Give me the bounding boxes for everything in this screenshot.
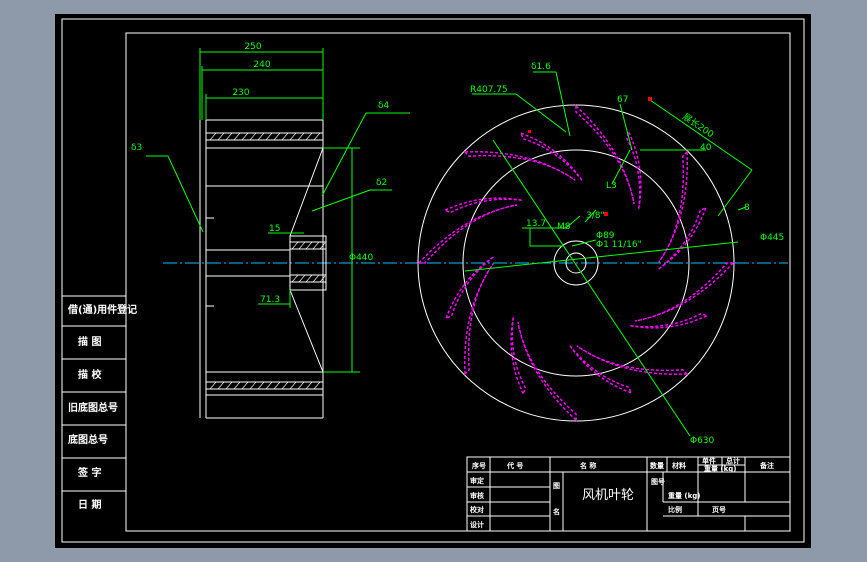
right-dimension-lines xyxy=(464,71,753,437)
dim-240: 240 xyxy=(253,60,270,70)
outer-circle xyxy=(417,104,735,422)
left-dimension-lines xyxy=(146,48,410,373)
title-block xyxy=(466,456,791,532)
tb-code: 代 号 xyxy=(506,461,523,470)
tb-material: 材料 xyxy=(671,461,686,470)
tb-single-weight: 单件 xyxy=(702,456,716,465)
dim-15: 15 xyxy=(269,224,280,234)
tb-name-label: 名 xyxy=(553,507,560,516)
tb-tu-hao: 图号 xyxy=(651,477,665,486)
tb-role-1: 审核 xyxy=(470,491,484,500)
drawing-title: 风机叶轮 xyxy=(582,488,634,503)
dim-250: 250 xyxy=(244,42,261,52)
tb-role-2: 校对 xyxy=(470,505,484,514)
dim-l3: L3 xyxy=(606,181,617,191)
side-row-2: 描 校 xyxy=(78,368,102,381)
drawing-canvas xyxy=(55,14,811,548)
tb-scale: 比例 xyxy=(668,505,682,514)
side-row-1: 描 图 xyxy=(78,335,101,348)
side-row-0: 借(通)用件登记 xyxy=(67,303,137,316)
blades xyxy=(417,104,735,422)
hub-inner xyxy=(565,252,587,274)
tb-role-0: 审定 xyxy=(470,476,484,485)
dim-delta3: δ3 xyxy=(131,143,142,153)
tb-remark: 备注 xyxy=(759,461,774,470)
dim-440: Φ440 xyxy=(349,253,374,263)
right-markers xyxy=(528,97,652,216)
inner-circle xyxy=(462,149,690,377)
hatch-pattern xyxy=(209,132,326,390)
title-block-text: 序号 代 号 名 称 数量 材料 单件 总计 重量 (kg) 备注 审定 审核 … xyxy=(470,456,774,529)
tb-role-3: 设计 xyxy=(470,520,484,529)
dim-delta4: δ4 xyxy=(378,101,390,111)
dim-8: 8 xyxy=(744,203,750,213)
dim-r407: R407.75 xyxy=(470,85,508,95)
dim-230: 230 xyxy=(232,88,249,98)
dim-m8: M8 xyxy=(557,222,571,232)
inner-frame xyxy=(125,32,791,532)
dim-1-11-16: Φ1 11/16" xyxy=(596,240,642,250)
side-row-4: 底图总号 xyxy=(68,433,108,446)
side-row-5: 签 字 xyxy=(77,466,101,479)
side-row-3: 旧底图总号 xyxy=(68,401,118,414)
tb-zhong-liang: 重量 (kg) xyxy=(668,491,701,500)
tb-qty: 数量 xyxy=(650,461,664,470)
left-section-view xyxy=(199,119,327,419)
dim-13-7: 13.7 xyxy=(526,219,546,229)
dim-630: Φ630 xyxy=(690,436,715,446)
tb-weight-label: 重量 (kg) xyxy=(704,464,737,473)
tb-sheet: 页号 xyxy=(712,505,726,514)
tb-seq: 序号 xyxy=(471,461,486,470)
dim-3-8: 3/8" xyxy=(586,211,605,221)
dim-40: 40 xyxy=(700,143,712,153)
tb-drawing-label: 图 xyxy=(553,481,560,490)
dim-89: Φ89 xyxy=(596,231,615,241)
dim-67: 67 xyxy=(617,95,628,105)
left-dimension-text: 250 240 230 δ3 δ4 δ2 15 Φ440 71.3 xyxy=(131,42,390,305)
side-table xyxy=(62,295,126,492)
dim-445: Φ445 xyxy=(760,233,784,243)
tb-name: 名 称 xyxy=(580,461,596,470)
right-front-view xyxy=(417,104,735,422)
dim-71: 71.3 xyxy=(260,295,280,305)
dim-delta16: δ1.6 xyxy=(531,62,551,72)
side-table-text: 借(通)用件登记 描 图 描 校 旧底图总号 底图总号 签 字 日 期 xyxy=(67,303,137,511)
tb-total-weight: 总计 xyxy=(726,456,740,465)
outer-frame xyxy=(61,18,805,543)
side-row-6: 日 期 xyxy=(78,498,101,511)
dim-delta2: δ2 xyxy=(376,178,387,188)
hub-outer xyxy=(553,240,599,286)
